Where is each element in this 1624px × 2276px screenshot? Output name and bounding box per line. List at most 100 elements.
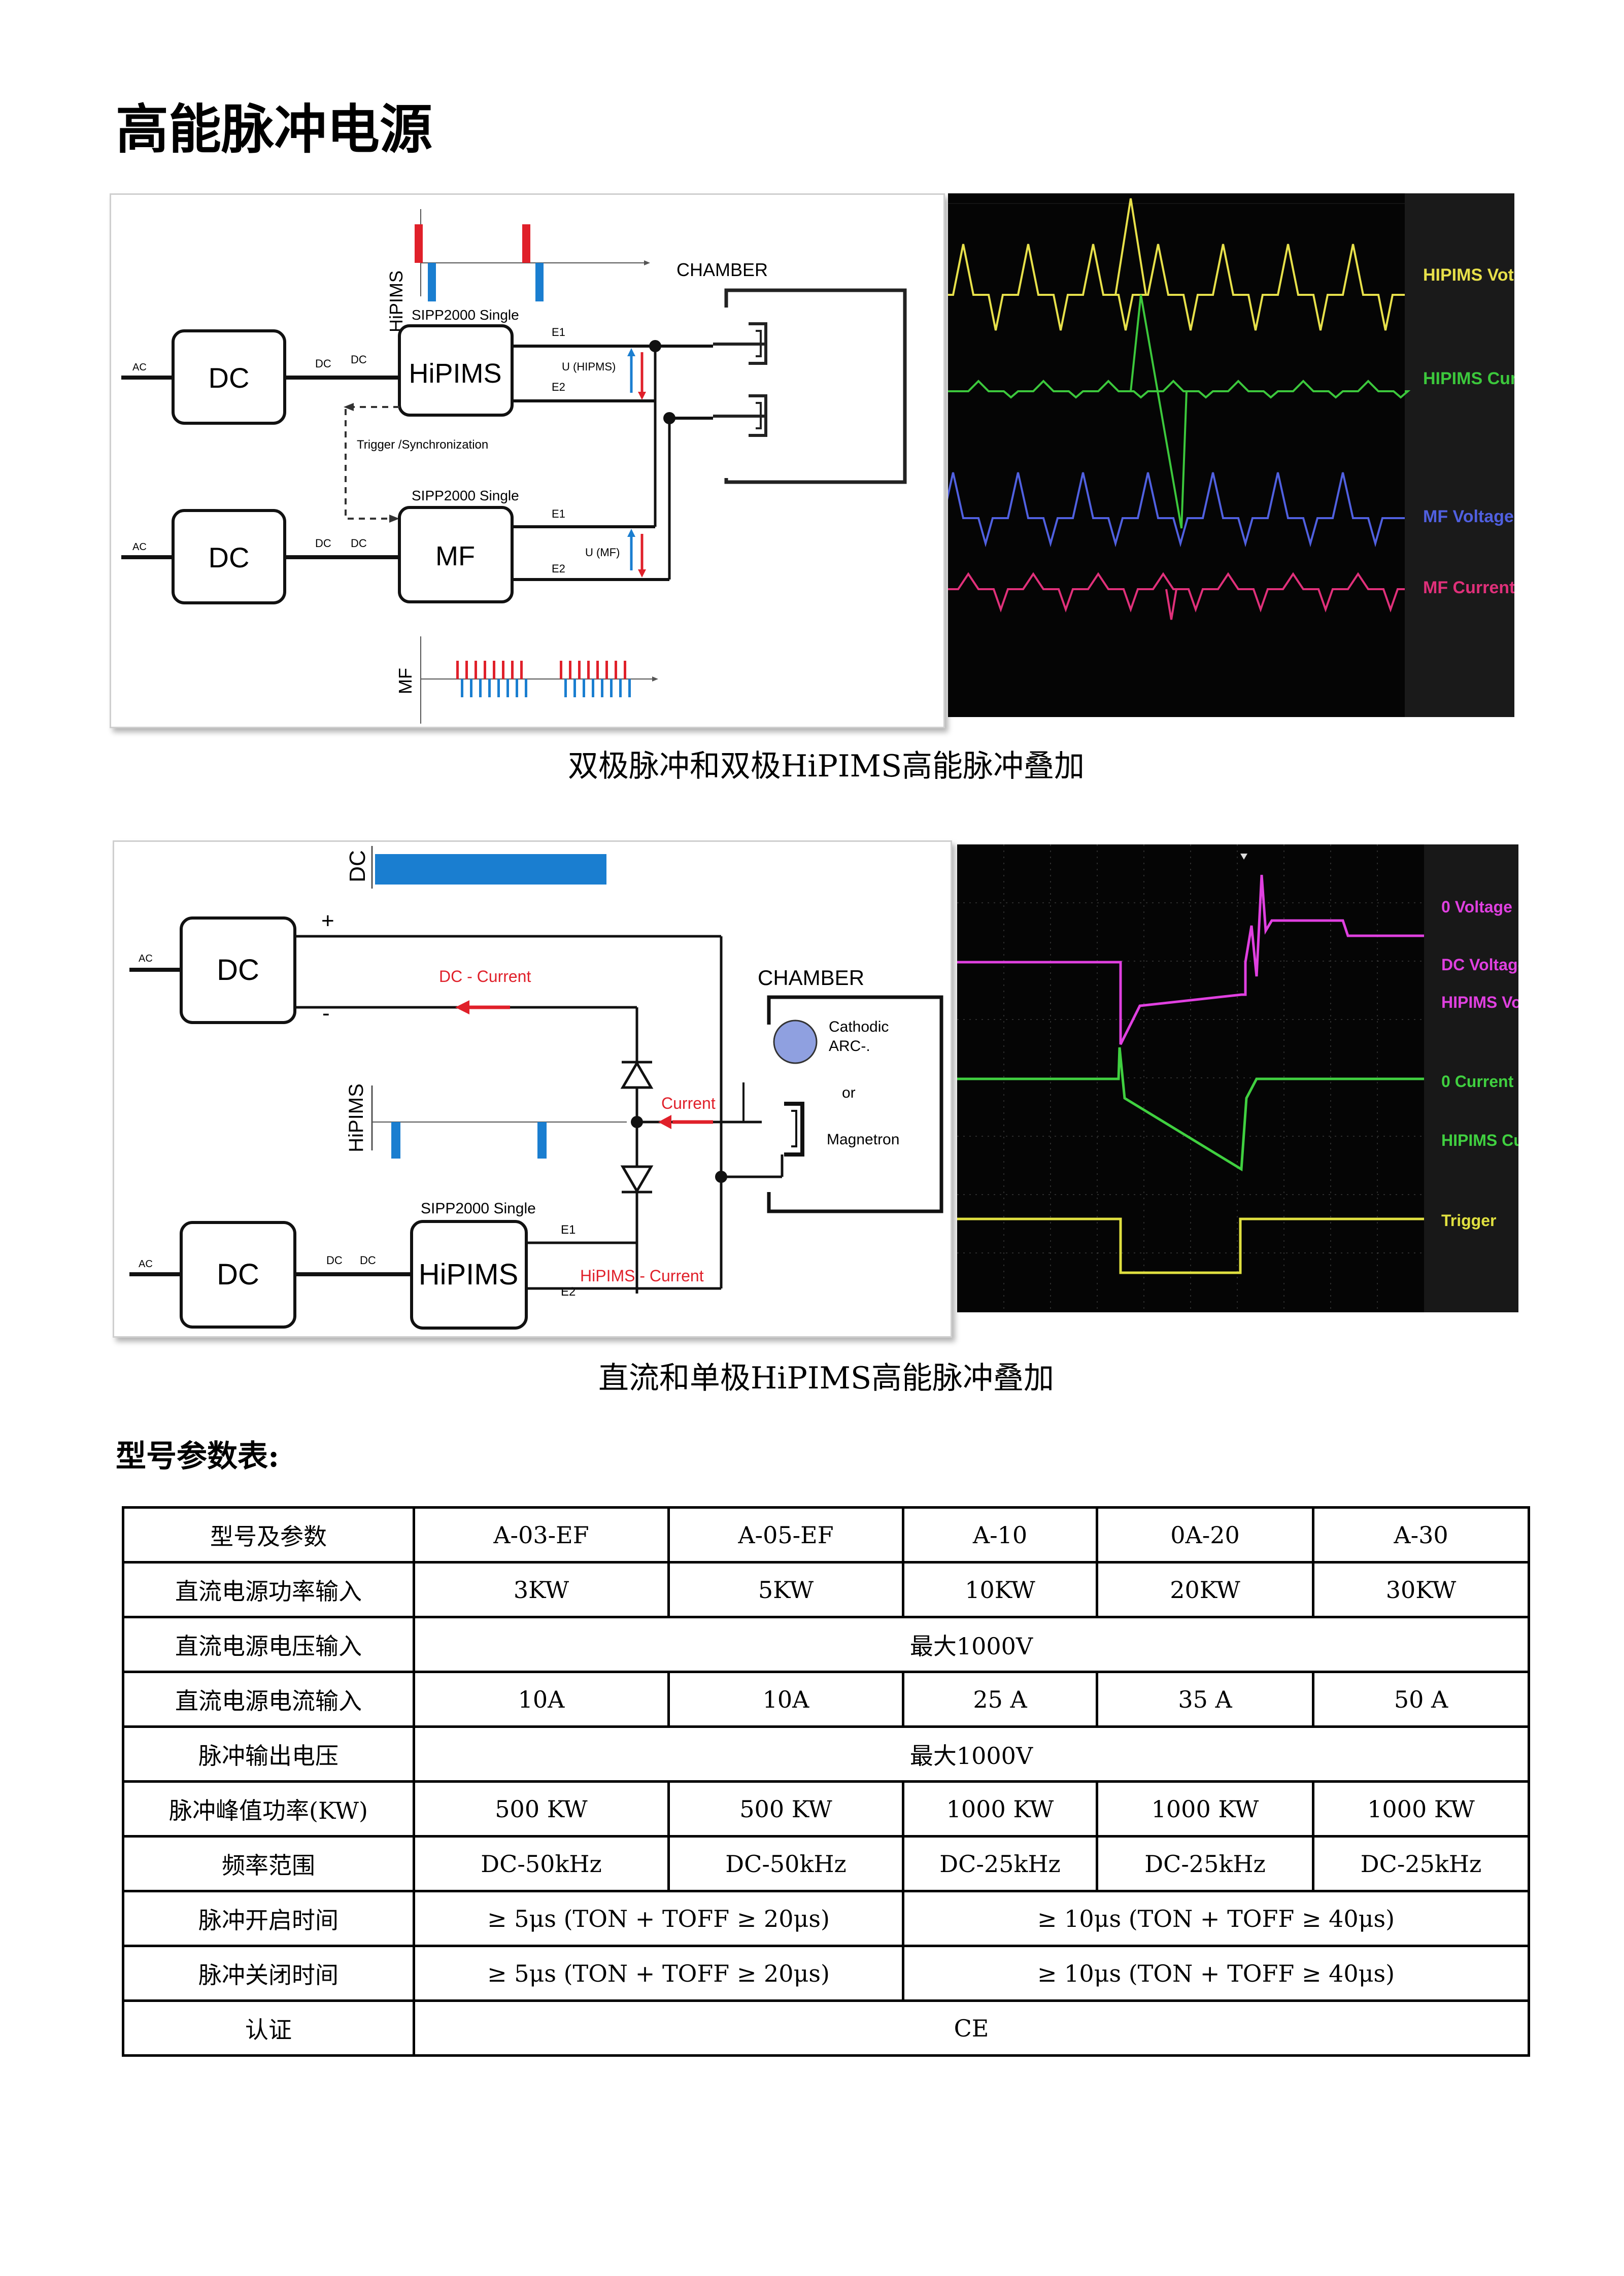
dc-small-label: DC: [351, 537, 367, 550]
table-cell: 25 A: [902, 1671, 1098, 1728]
table-row: 直流电源电压输入最大1000V: [122, 1616, 1530, 1673]
u-hipims-label: U (HIPMS): [562, 360, 616, 373]
hipims-unit-label: HiPIMS: [419, 1258, 519, 1291]
dc-small-label: DC: [351, 353, 367, 366]
arc-label: ARC-.: [829, 1038, 870, 1055]
mf-pulse-positive: [493, 661, 495, 679]
merged-cell: ≥ 10μs (TON + TOFF ≥ 40μs): [902, 1890, 1530, 1947]
ac-label: AC: [139, 953, 153, 964]
spec-heading: 型号参数表:: [116, 1439, 280, 1474]
hipims-current-label: HiPIMS - Current: [580, 1267, 704, 1285]
legend-mf-voltage: MF Voltage: [1423, 507, 1514, 526]
row-label-cell: 频率范围: [122, 1835, 415, 1892]
table-cell: DC-25kHz: [1096, 1835, 1314, 1892]
mf-pulse-negative: [610, 679, 613, 697]
merged-cell: ≥ 10μs (TON + TOFF ≥ 40μs): [902, 1945, 1530, 2002]
table-row: 脉冲关闭时间≥ 5μs (TON + TOFF ≥ 20μs)≥ 10μs (T…: [122, 1945, 1530, 2002]
chamber-label: CHAMBER: [676, 259, 768, 280]
mf-pulse-positive: [569, 661, 571, 679]
e2-label: E2: [561, 1285, 576, 1299]
table-header-cell: A-05-EF: [667, 1506, 904, 1564]
mf-pulse-positive: [475, 661, 477, 679]
legend-hipims-current: HIPIMS Current: [1423, 369, 1514, 388]
figure1-caption: 双极脉冲和双极HiPIMS高能脉冲叠加: [567, 749, 1085, 784]
ac-label: AC: [132, 541, 147, 553]
merged-cell: 最大1000V: [413, 1616, 1530, 1673]
magnetron-label: Magnetron: [827, 1131, 899, 1148]
dc-axis-label: DC: [345, 850, 370, 882]
table-cell: DC-25kHz: [902, 1835, 1098, 1892]
dc-level-bar: [375, 854, 606, 885]
table-cell: 20KW: [1096, 1561, 1314, 1618]
hipims-pulse: [537, 1122, 547, 1159]
dc-voltage-trace: [957, 874, 1424, 1045]
mf-pulse-positive: [587, 661, 590, 679]
mf-pulse-negative: [628, 679, 631, 697]
table-cell: 500 KW: [667, 1780, 904, 1838]
table-cell: 35 A: [1096, 1671, 1314, 1728]
hipims-pulse-positive: [522, 224, 530, 263]
mf-pulse-positive: [520, 661, 523, 679]
e2-label: E2: [552, 381, 565, 393]
mf-pulse-negative: [506, 679, 509, 697]
hipims-unit-label: HiPIMS: [409, 358, 501, 389]
dc-box-label: DC: [217, 954, 259, 987]
chamber-label: CHAMBER: [758, 966, 864, 990]
u-mf-label: U (MF): [585, 546, 620, 559]
cathodic-arc-icon: [773, 1020, 818, 1064]
hipims-voltage-trace: [948, 198, 1405, 331]
unit-model-label: SIPP2000 Single: [421, 1200, 536, 1217]
dc-hipims-oscilloscope: 0 Voltage DC Voltage HIPIMS Voltage 0 Cu…: [957, 844, 1518, 1312]
table-header-cell: 0A-20: [1096, 1506, 1314, 1564]
table-cell: 1000 KW: [1096, 1780, 1314, 1838]
mf-pulse-negative: [573, 679, 576, 697]
table-cell: 30KW: [1312, 1561, 1530, 1618]
table-cell: 3KW: [413, 1561, 670, 1618]
merged-cell: CE: [413, 1999, 1530, 2057]
mf-pulse-negative: [619, 679, 622, 697]
table-cell: DC-50kHz: [413, 1835, 670, 1892]
unit-model-label: SIPP2000 Single: [412, 307, 519, 323]
dc-hipims-diagram: DC AC DC + - DC - Current Current CHAMBE…: [113, 840, 952, 1338]
table-row: 脉冲输出电压最大1000V: [122, 1725, 1530, 1783]
row-label-cell: 认证: [122, 1999, 415, 2057]
table-header-cell: A-30: [1312, 1506, 1530, 1564]
mf-pulse-positive: [560, 661, 562, 679]
dc-small-label: DC: [315, 357, 331, 370]
legend-dc-voltage: DC Voltage: [1441, 956, 1518, 974]
diode-bottom: [620, 1165, 654, 1194]
mf-pulse-negative: [583, 679, 585, 697]
e2-label: E2: [552, 562, 565, 575]
figure2-caption: 直流和单极HiPIMS高能脉冲叠加: [598, 1361, 1055, 1396]
legend-0-current: 0 Current: [1441, 1072, 1514, 1091]
bipolar-oscilloscope: HIPIMS Votage HIPIMS Current MF Voltage …: [948, 193, 1514, 717]
merged-cell: ≥ 5μs (TON + TOFF ≥ 20μs): [413, 1945, 904, 2002]
table-cell: 500 KW: [413, 1780, 670, 1838]
table-cell: 10A: [413, 1671, 670, 1728]
cathodic-label: Cathodic: [829, 1018, 889, 1035]
legend-hipims-voltage: HIPIMS Voltage: [1441, 993, 1518, 1011]
legend-0-voltage: 0 Voltage: [1441, 898, 1512, 916]
minus-label: -: [322, 1001, 330, 1026]
row-label-cell: 脉冲峰值功率(KW): [122, 1780, 415, 1838]
table-cell: 10KW: [902, 1561, 1098, 1618]
table-cell: 10A: [667, 1671, 904, 1728]
trigger-trace: [957, 1217, 1424, 1274]
mf-pulse-negative: [488, 679, 491, 697]
mf-current-trace: [948, 572, 1405, 620]
table-cell: 50 A: [1312, 1671, 1530, 1728]
mf-pulse-negative: [525, 679, 527, 697]
dc-box: [180, 916, 296, 1024]
mf-pulse-negative: [592, 679, 594, 697]
e1-label: E1: [552, 507, 565, 520]
dc-box-label: DC: [209, 541, 250, 573]
legend-trigger: Trigger: [1441, 1211, 1496, 1230]
table-cell: 5KW: [667, 1561, 904, 1618]
plus-label: +: [321, 908, 334, 933]
row-label-cell: 直流电源功率输入: [122, 1561, 415, 1618]
dc-box-label: DC: [209, 362, 250, 394]
